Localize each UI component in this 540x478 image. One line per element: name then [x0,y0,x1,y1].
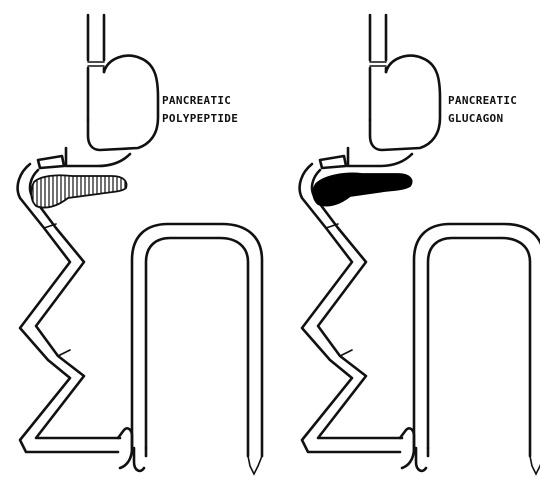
left-label-line-1: PANCREATIC [162,92,238,110]
right-label-line-1: PANCREATIC [448,92,517,110]
left-panel-tract [18,15,262,474]
left-label-line-2: POLYPEPTIDE [162,110,238,128]
left-hormone-label: PANCREATIC POLYPEPTIDE [162,92,238,128]
right-hormone-label: PANCREATIC GLUCAGON [448,92,517,128]
right-label-line-2: GLUCAGON [448,110,517,128]
left-pancreas-hatched [31,175,126,207]
right-pancreas-solid [313,173,411,205]
right-panel-tract [300,15,540,474]
